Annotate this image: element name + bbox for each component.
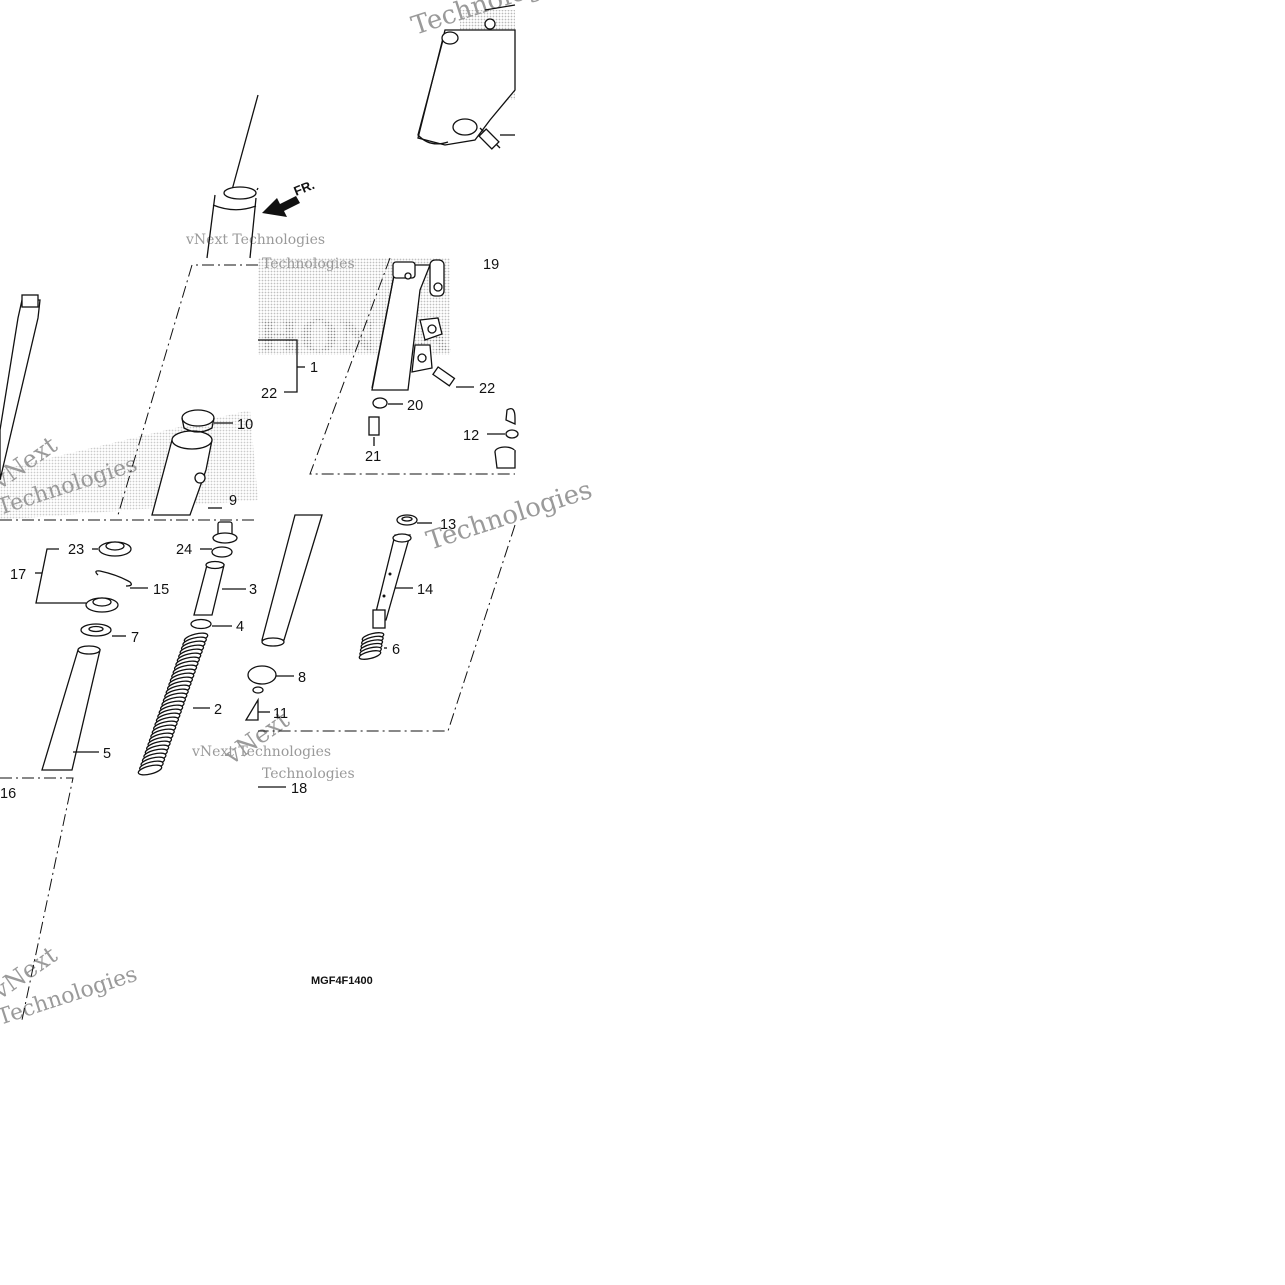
callout-9: 9 bbox=[229, 493, 237, 509]
watermark-text: Technologies bbox=[262, 256, 355, 272]
part-8 bbox=[247, 665, 277, 685]
damper-assembly bbox=[358, 514, 418, 660]
part-2-spring bbox=[137, 632, 209, 776]
fork-slider-top bbox=[417, 4, 516, 150]
callout-10: 10 bbox=[237, 417, 253, 433]
fork-slider-right bbox=[368, 259, 519, 469]
callout-24: 24 bbox=[176, 542, 192, 558]
callout-6: 6 bbox=[392, 642, 400, 658]
part-10 bbox=[181, 409, 215, 427]
callout-22b: 22 bbox=[479, 381, 495, 397]
drawing-code: MGF4F1400 bbox=[311, 975, 373, 987]
callout-2: 2 bbox=[214, 702, 222, 718]
watermark-text: Technologies bbox=[262, 766, 355, 782]
front-direction-label: FR. bbox=[292, 177, 317, 199]
callout-22a: 22 bbox=[261, 386, 277, 402]
part-14 bbox=[373, 534, 411, 621]
callout-3: 3 bbox=[249, 582, 257, 598]
callout-19: 19 bbox=[483, 257, 499, 273]
callout-1: 1 bbox=[310, 360, 318, 376]
watermark-text: vNext Technologies bbox=[185, 232, 325, 248]
spring-stack bbox=[137, 521, 259, 776]
part-3 bbox=[193, 564, 225, 616]
watermark-text: Technologies bbox=[423, 475, 596, 557]
callout-5: 5 bbox=[103, 746, 111, 762]
front-direction-arrow: FR. bbox=[262, 177, 317, 217]
leader-lines bbox=[35, 339, 505, 788]
callout-17: 17 bbox=[10, 567, 26, 583]
seal-stack bbox=[41, 541, 132, 771]
part-11-clip bbox=[252, 686, 264, 694]
part-24 bbox=[212, 532, 238, 544]
damper-rod-left bbox=[0, 294, 41, 481]
part-22-bolt bbox=[432, 366, 456, 387]
callout-11: 11 bbox=[273, 706, 288, 722]
callout-20: 20 bbox=[407, 398, 423, 414]
callout-23: 23 bbox=[68, 542, 84, 558]
callout-labels: 1 2 3 4 5 6 7 8 9 10 11 12 13 14 15 16 1… bbox=[0, 257, 499, 802]
callout-18: 18 bbox=[291, 781, 307, 797]
callout-8: 8 bbox=[298, 670, 306, 686]
watermark-text: vNext Technologies bbox=[191, 744, 331, 760]
callout-21: 21 bbox=[365, 449, 381, 465]
callout-16: 16 bbox=[0, 786, 16, 802]
callout-14: 14 bbox=[417, 582, 433, 598]
callout-7: 7 bbox=[131, 630, 139, 646]
part-4 bbox=[190, 618, 212, 630]
callout-13: 13 bbox=[440, 517, 456, 533]
callout-15: 15 bbox=[153, 582, 169, 598]
inner-pipe bbox=[247, 514, 323, 694]
part-20 bbox=[372, 397, 388, 409]
callout-4: 4 bbox=[236, 619, 244, 635]
callout-12: 12 bbox=[463, 428, 479, 444]
part-6-spring bbox=[358, 632, 385, 660]
part-21 bbox=[368, 416, 380, 436]
fork-bottom-case bbox=[151, 409, 215, 516]
assembly-frames bbox=[0, 257, 516, 1021]
fork-pipe-upper bbox=[206, 94, 259, 259]
